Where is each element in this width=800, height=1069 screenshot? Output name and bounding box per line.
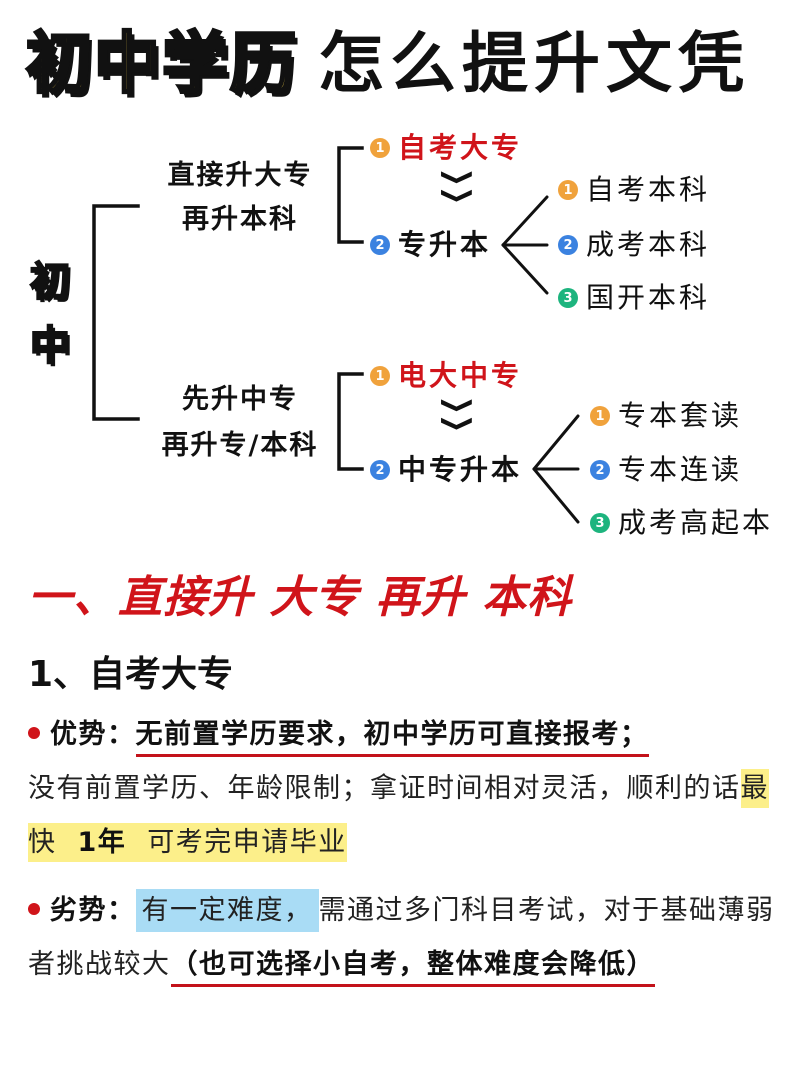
title-highlight: 初中学历 bbox=[25, 24, 298, 104]
branch-1-option-3: 3 国开本科 bbox=[558, 280, 710, 316]
number-2-icon: 2 bbox=[558, 235, 578, 255]
branch-1-step-1-label: 自考大专 bbox=[398, 131, 523, 164]
branch-1-step-2: 2 专升本 bbox=[370, 227, 491, 263]
branch-2-option-3: 3 成考高起本 bbox=[590, 505, 773, 541]
page-title: 初中学历 怎么提升文凭 bbox=[25, 22, 750, 106]
branch-1-label-line-2: 再升本科 bbox=[182, 204, 298, 235]
branch-2-step-2: 2 中专升本 bbox=[370, 452, 522, 488]
bullet-dot-icon bbox=[28, 726, 40, 739]
option-label: 专本套读 bbox=[618, 399, 743, 432]
disadvantage-underlined: （也可选择小自考，整体难度会降低） bbox=[170, 949, 655, 987]
option-label: 专本连读 bbox=[618, 453, 743, 486]
double-chevron-down-icon: ❯❯ bbox=[440, 396, 476, 433]
option-label: 自考本科 bbox=[586, 173, 711, 206]
branch-1-step-2-label: 专升本 bbox=[398, 228, 492, 261]
number-2-icon: 2 bbox=[370, 235, 390, 255]
title-rest: 怎么提升文凭 bbox=[318, 25, 750, 102]
branch-2-label-line-2: 再升专/本科 bbox=[161, 430, 319, 461]
branch-2-step-1: 1 电大中专 bbox=[370, 358, 522, 394]
branch-2-option-1: 1 专本套读 bbox=[590, 398, 742, 434]
disadvantage-label: 劣势： bbox=[50, 895, 136, 926]
number-2-icon: 2 bbox=[590, 460, 610, 480]
sub-heading: 1、自考大专 bbox=[28, 654, 234, 695]
highlight-bold-text: 1年 bbox=[66, 827, 138, 858]
disadvantage-highlight: 有一定难度， bbox=[135, 889, 319, 932]
branch-1-option-2: 2 成考本科 bbox=[558, 227, 710, 263]
bullet-dot-icon bbox=[28, 902, 40, 915]
branch-1-label-line-1: 直接升大专 bbox=[167, 160, 313, 191]
option-label: 国开本科 bbox=[586, 281, 711, 314]
branch-2-option-2: 2 专本连读 bbox=[590, 452, 742, 488]
number-1-icon: 1 bbox=[370, 138, 390, 158]
option-label: 成考本科 bbox=[586, 228, 711, 261]
tree-root-char-2: 中 bbox=[29, 322, 71, 370]
highlight-text: 最快 bbox=[28, 773, 769, 858]
branch-1-step-1: 1 自考大专 bbox=[370, 130, 522, 166]
highlight-text: 可考完申请毕业 bbox=[137, 827, 347, 858]
number-1-icon: 1 bbox=[370, 366, 390, 386]
section-heading: 一、直接升 大专 再升 本科 bbox=[28, 572, 572, 623]
tree-root-char-1: 初 bbox=[29, 258, 71, 306]
option-label: 成考高起本 bbox=[618, 506, 774, 539]
number-3-icon: 3 bbox=[558, 288, 578, 308]
number-3-icon: 3 bbox=[590, 513, 610, 533]
disadvantage-paragraph: 劣势：有一定难度，需通过多门科目考试，对于基础薄弱者挑战较大（也可选择小自考，整… bbox=[28, 884, 780, 992]
branch-2-step-2-label: 中专升本 bbox=[398, 453, 523, 486]
advantage-underlined: 无前置学历要求，初中学历可直接报考； bbox=[135, 719, 649, 757]
disadvantage-text: 需通过多门科目考试，对于基础薄弱者挑战较大 bbox=[28, 895, 775, 980]
branch-2-label-line-1: 先升中专 bbox=[182, 384, 298, 415]
double-chevron-down-icon: ❯❯ bbox=[440, 168, 476, 205]
branch-2-step-1-label: 电大中专 bbox=[398, 359, 523, 392]
number-1-icon: 1 bbox=[558, 180, 578, 200]
branch-1-option-1: 1 自考本科 bbox=[558, 172, 710, 208]
advantage-text: 没有前置学历、年龄限制；拿证时间相对灵活，顺利的话 bbox=[28, 773, 741, 804]
number-1-icon: 1 bbox=[590, 406, 610, 426]
advantage-paragraph: 优势：无前置学历要求，初中学历可直接报考； 没有前置学历、年龄限制；拿证时间相对… bbox=[28, 708, 780, 870]
advantage-label: 优势： bbox=[50, 719, 136, 750]
number-2-icon: 2 bbox=[370, 460, 390, 480]
